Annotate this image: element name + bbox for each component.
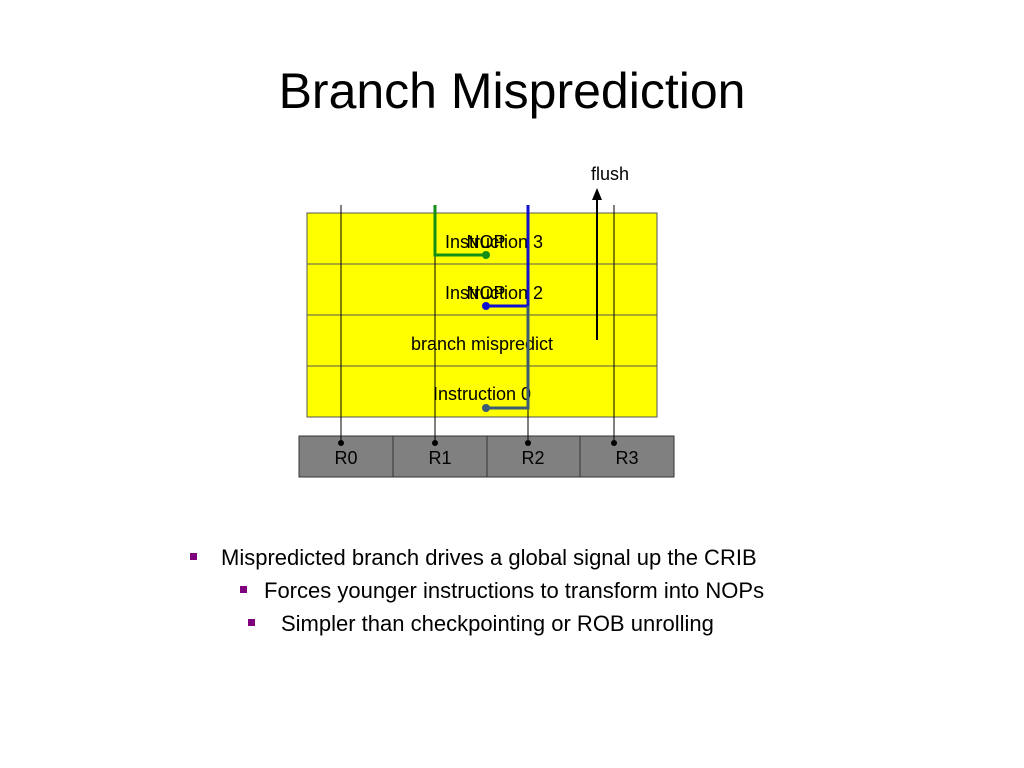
row-overlay-nop: NOP bbox=[466, 232, 505, 252]
green-wire bbox=[433, 205, 486, 257]
bullet-item: Simpler than checkpointing or ROB unroll… bbox=[248, 611, 714, 637]
register-r0 bbox=[298, 435, 394, 478]
flush-label: flush bbox=[591, 164, 629, 184]
slate-wire-dot bbox=[482, 404, 490, 412]
register-label: R2 bbox=[521, 448, 544, 468]
row-label-instruction-3: Instruction 3 bbox=[445, 232, 543, 252]
crib-row-2 bbox=[306, 263, 658, 316]
register-label: R3 bbox=[615, 448, 638, 468]
bus-dot bbox=[432, 440, 438, 446]
row-overlay-nop: NOP bbox=[466, 283, 505, 303]
bullet-text: Forces younger instructions to transform… bbox=[264, 578, 765, 603]
bullet-item: Forces younger instructions to transform… bbox=[240, 578, 764, 604]
bus-dot bbox=[525, 440, 531, 446]
register-label: R0 bbox=[334, 448, 357, 468]
bullet-text: Simpler than checkpointing or ROB unroll… bbox=[281, 611, 714, 636]
flush-arrow-head bbox=[592, 188, 602, 200]
crib-table bbox=[306, 212, 658, 418]
bullet-square-icon bbox=[240, 585, 247, 593]
row-label-branch-mispredict: branch mispredict bbox=[411, 334, 553, 354]
bullet-item: Mispredicted branch drives a global sign… bbox=[190, 545, 757, 571]
register-file: R0 R1 R2 R3 bbox=[298, 435, 675, 478]
row-label-instruction-2: Instruction 2 bbox=[445, 283, 543, 303]
crib-row-0 bbox=[306, 365, 658, 418]
bus-dot bbox=[338, 440, 344, 446]
register-r3 bbox=[579, 435, 675, 478]
row-label-instruction-0: Instruction 0 bbox=[433, 384, 531, 404]
register-r1 bbox=[392, 435, 488, 478]
slate-wire bbox=[486, 306, 530, 410]
blue-wire-dot bbox=[482, 302, 490, 310]
bullet-square-icon bbox=[190, 552, 197, 560]
slide-title: Branch Misprediction bbox=[278, 63, 746, 119]
bullet-square-icon bbox=[248, 618, 255, 626]
register-label: R1 bbox=[428, 448, 451, 468]
bullet-text: Mispredicted branch drives a global sign… bbox=[221, 545, 757, 570]
bus-endpoint-dots bbox=[338, 440, 617, 446]
bus-dot bbox=[611, 440, 617, 446]
green-wire-dot bbox=[482, 251, 490, 259]
crib-row-1 bbox=[306, 314, 658, 367]
